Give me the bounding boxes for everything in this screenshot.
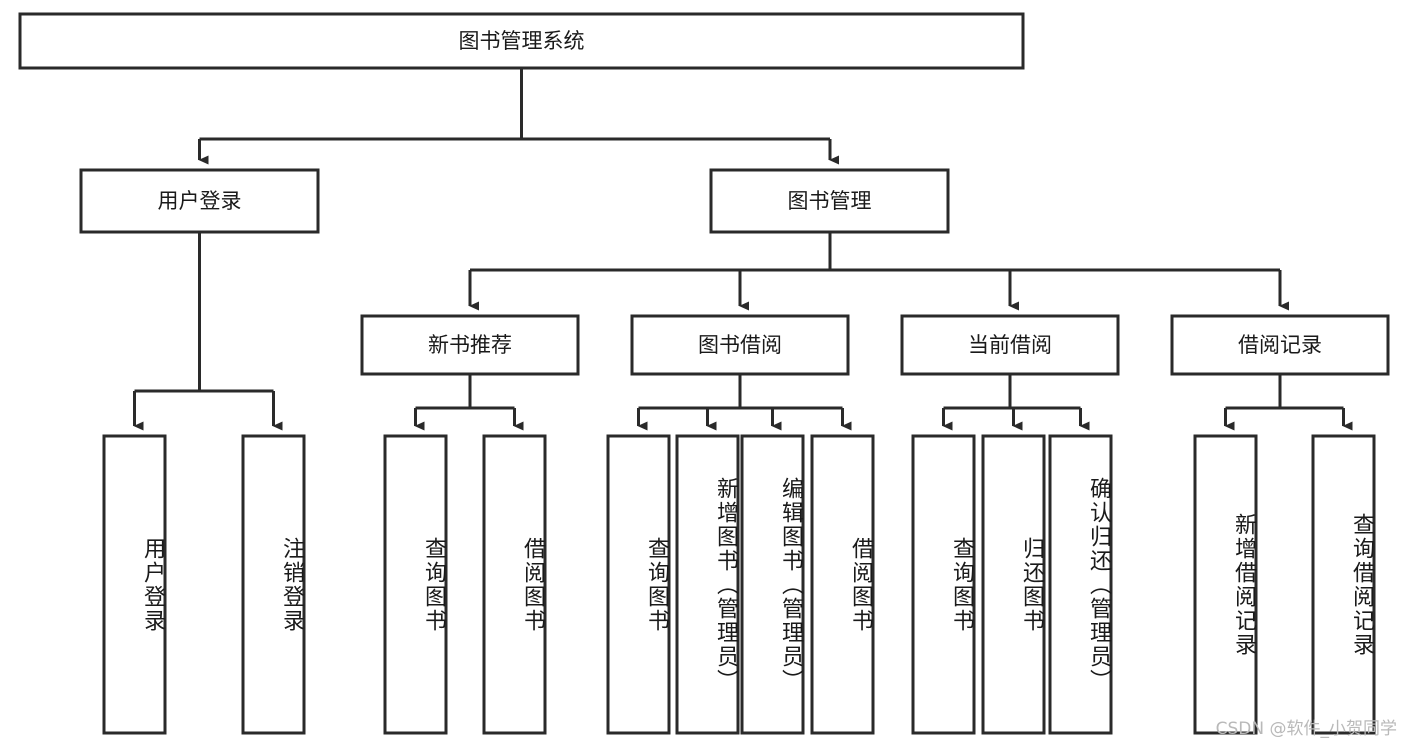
leaf-box-return-book[interactable] (981, 434, 1046, 735)
leaf-box-borrow-book-new[interactable] (482, 434, 547, 735)
node-new-book-recommend[interactable]: 新书推荐 (360, 314, 580, 376)
node-book-borrow[interactable]: 图书借阅 (630, 314, 850, 376)
node-current-borrow-box[interactable] (900, 314, 1120, 376)
leaf-box-logout[interactable] (241, 434, 306, 735)
node-user-login-box[interactable] (79, 168, 320, 234)
leaf-box-confirm-return-admin[interactable] (1048, 434, 1113, 735)
edge-group-record (1224, 374, 1353, 431)
leaf-box-add-borrow-record[interactable] (1193, 434, 1258, 735)
node-current-borrow-label: 当前借阅 (968, 333, 1052, 357)
node-borrow-record-label: 借阅记录 (1238, 333, 1322, 357)
edge-group-current (942, 374, 1090, 431)
node-root-system-box[interactable] (18, 12, 1025, 70)
csdn-watermark: CSDN @软件_小贺同学 (1215, 719, 1397, 739)
leaf-box-edit-book-admin[interactable] (740, 434, 805, 735)
leaf-box-query-book-borrow[interactable] (606, 434, 671, 735)
leaf-box-borrow-book[interactable] (810, 434, 875, 735)
edge-group-user-login (133, 232, 283, 431)
leaf-box-user-login[interactable] (102, 434, 167, 735)
node-book-management-box[interactable] (709, 168, 950, 234)
node-root-system-label: 图书管理系统 (459, 29, 585, 53)
node-book-borrow-label: 图书借阅 (698, 333, 782, 357)
node-new-book-recommend-box[interactable] (360, 314, 580, 376)
node-borrow-record-box[interactable] (1170, 314, 1390, 376)
edge-group-newbook (414, 374, 524, 431)
node-current-borrow[interactable]: 当前借阅 (900, 314, 1120, 376)
node-new-book-recommend-label: 新书推荐 (428, 333, 512, 357)
edge-group-root (198, 68, 839, 165)
leaf-box-query-book-new[interactable] (383, 434, 448, 735)
node-borrow-record[interactable]: 借阅记录 (1170, 314, 1390, 376)
node-book-management[interactable]: 图书管理 (709, 168, 950, 234)
node-user-login-label: 用户登录 (158, 189, 242, 213)
leaf-box-query-book-current[interactable] (911, 434, 976, 735)
node-book-management-label: 图书管理 (788, 189, 872, 213)
edge-group-borrow (637, 374, 852, 431)
edge-group-book-mgmt (468, 232, 1289, 311)
leaf-box-add-book-admin[interactable] (675, 434, 740, 735)
node-user-login[interactable]: 用户登录 (79, 168, 320, 234)
node-book-borrow-box[interactable] (630, 314, 850, 376)
leaf-box-query-borrow-record[interactable] (1311, 434, 1376, 735)
node-root-system[interactable]: 图书管理系统 (18, 12, 1025, 70)
